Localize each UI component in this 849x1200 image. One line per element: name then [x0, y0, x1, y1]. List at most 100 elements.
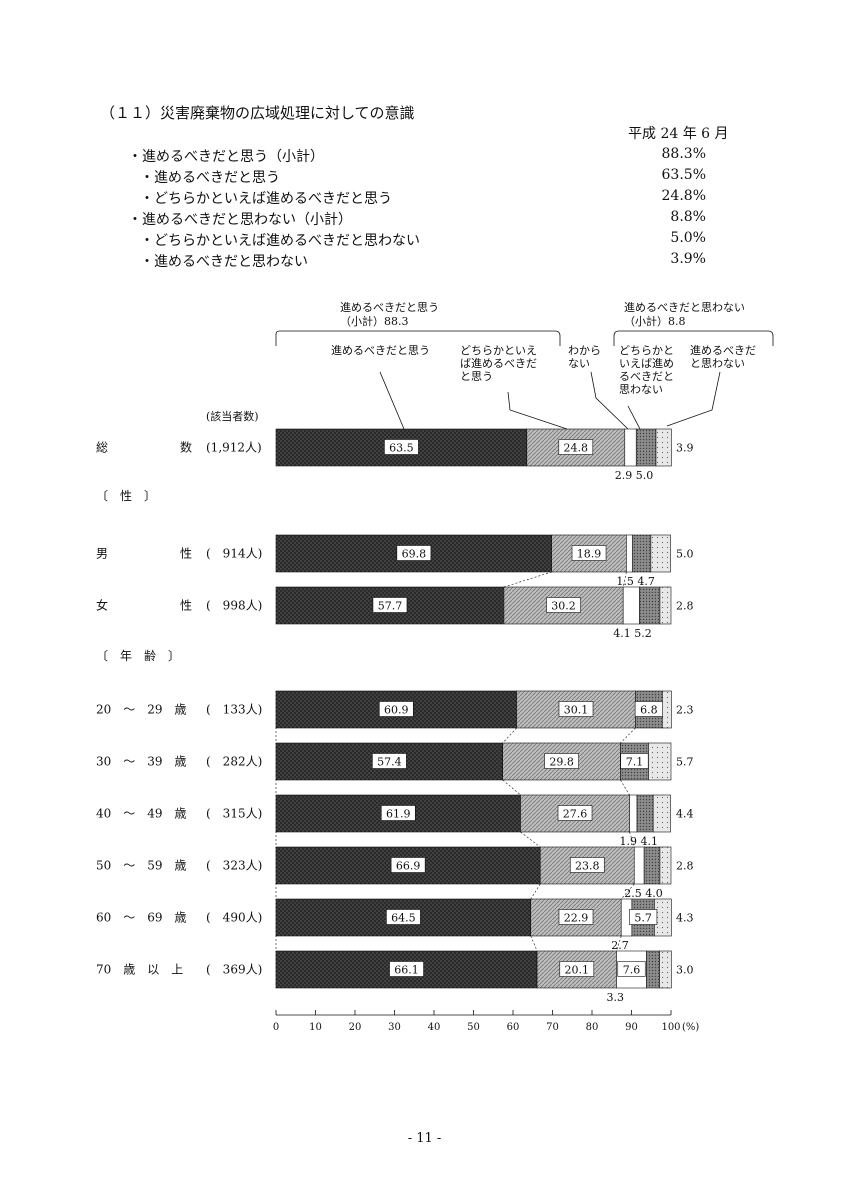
data-label: 23.8 [575, 860, 600, 873]
brace-should [275, 330, 561, 346]
below-data-label: 1.5 4.7 [616, 575, 654, 588]
summary-value: 5.0% [670, 230, 706, 246]
data-label: 5.7 [634, 912, 652, 925]
row-label: 女 性 [96, 598, 192, 613]
data-label: 30.1 [564, 704, 589, 717]
right-data-label: 5.0 [676, 548, 694, 561]
x-tick-label: 100 [661, 1022, 680, 1033]
legend-leader-line [507, 391, 568, 430]
summary-value: 24.8% [661, 188, 706, 204]
bar-segment [652, 794, 671, 833]
right-data-label: 2.8 [676, 600, 694, 613]
legend-leader-line [590, 371, 629, 430]
summary-label: ・進めるべきだと思わない（小計） [128, 212, 352, 228]
brace-should-not [613, 330, 774, 346]
below-data-label: 2.9 5.0 [615, 469, 653, 482]
row-label: 20 ～ 29 歳 [96, 703, 187, 717]
data-label-box [634, 701, 663, 717]
data-label: 20.1 [565, 964, 590, 977]
survey-date: 平成 24 年 6 月 [628, 126, 729, 142]
bar-segment [629, 794, 638, 833]
section-title: （１１）災害廃棄物の広域処理に対しての意識 [100, 104, 415, 122]
connector-line [503, 571, 552, 588]
row-label: 60 ～ 69 歳 [96, 911, 187, 925]
legend-label: いえば進め [619, 357, 674, 370]
data-label: 7.1 [626, 756, 644, 769]
bar-segment [639, 586, 661, 625]
data-label: 6.8 [640, 704, 658, 717]
legend-label: 進めるべきだ [690, 344, 756, 357]
bar-segment [659, 950, 672, 989]
data-label: 30.2 [551, 600, 576, 613]
data-label: 18.9 [577, 548, 602, 561]
row-label: 40 ～ 49 歳 [96, 807, 187, 821]
data-label-box [558, 701, 594, 717]
data-label-box [384, 439, 419, 455]
summary-label: ・進めるべきだと思う [140, 170, 280, 186]
x-axis-unit: (%) [682, 1022, 699, 1033]
below-data-label: 4.1 5.2 [613, 627, 651, 640]
x-tick-label: 90 [625, 1022, 638, 1033]
bar-segment [662, 690, 672, 729]
connector-line [502, 779, 521, 796]
group-header-should: 進めるべきだと思う [340, 301, 439, 314]
data-label: 64.5 [391, 912, 416, 925]
data-label: 29.8 [549, 756, 574, 769]
summary-value: 3.9% [670, 251, 706, 267]
data-label-box [386, 909, 421, 925]
below-data-label: 1.9 4.1 [620, 835, 658, 848]
connector-line [620, 727, 636, 744]
below-data-label: 3.3 [606, 991, 624, 1004]
right-data-label: 5.7 [676, 756, 694, 769]
legend-label: ない [568, 357, 590, 370]
connector-line [616, 935, 622, 952]
data-label-box [378, 701, 414, 717]
data-label-box [617, 961, 646, 977]
data-label: 66.9 [396, 860, 421, 873]
legend-label: どちらかと [619, 344, 674, 357]
connector-line [502, 727, 517, 744]
below-data-label: 2.5 4.0 [624, 887, 662, 900]
connector-line [622, 571, 627, 588]
data-label-box [620, 753, 649, 769]
data-label: 60.9 [384, 704, 409, 717]
bar-segment [650, 534, 671, 573]
summary-label: ・どちらかといえば進めるべきだと思う [140, 191, 392, 207]
row-count: (1,912人) [206, 441, 262, 455]
row-label: 70 歳 以 上 [96, 963, 183, 977]
legend-label: 思わない [619, 383, 663, 396]
data-label-box [629, 909, 658, 925]
right-data-label: 2.8 [676, 860, 694, 873]
data-label-box [546, 597, 581, 613]
row-label: 総 数 [96, 440, 192, 455]
data-label-box [559, 961, 595, 977]
data-label-box [558, 909, 594, 925]
bar-segment [624, 428, 637, 467]
connector-line [530, 935, 538, 952]
data-label-box [544, 753, 579, 769]
data-label-box [380, 805, 416, 821]
data-label: 24.8 [564, 442, 589, 455]
bar-segment [633, 846, 645, 885]
data-label-box [390, 857, 426, 873]
section-label-sex: 〔 性 〕 [96, 489, 156, 503]
summary-label: ・どちらかといえば進めるべきだと思わない [140, 233, 420, 249]
data-label-box [569, 857, 605, 873]
summary-value: 8.8% [670, 209, 706, 225]
legend-label: るべきだと [619, 370, 674, 383]
data-label-box [557, 805, 593, 821]
connector-line [621, 883, 635, 900]
bar-segment [622, 586, 640, 625]
right-data-label: 3.0 [676, 964, 694, 977]
legend-leader-line [666, 371, 721, 427]
legend-label: と思う [460, 370, 493, 383]
row-label: 30 ～ 39 歳 [96, 755, 187, 769]
data-label-box [389, 961, 424, 977]
summary-value: 63.5% [661, 167, 706, 183]
group-header-should: （小計）88.3 [340, 314, 409, 328]
data-label-box [372, 597, 408, 613]
data-label: 61.9 [386, 808, 411, 821]
row-label: 50 ～ 59 歳 [96, 859, 187, 873]
connector-line [520, 831, 541, 848]
